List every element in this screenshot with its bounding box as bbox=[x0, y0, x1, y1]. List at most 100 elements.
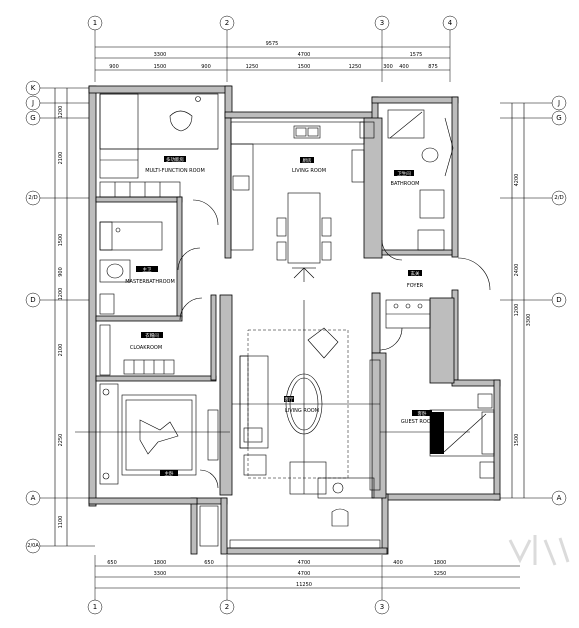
left-dimensions: 1200 2100 1500 900 1200 2100 2250 1100 bbox=[54, 88, 68, 546]
axis-label: A bbox=[31, 494, 36, 502]
svg-text:卫生间: 卫生间 bbox=[397, 170, 411, 177]
armchair-icon bbox=[169, 110, 193, 132]
svg-text:400: 400 bbox=[399, 64, 409, 70]
master-bathroom: 主卫 MASTERBATHROOM bbox=[99, 221, 201, 315]
axis-label: 3 bbox=[380, 19, 384, 27]
svg-text:1250: 1250 bbox=[246, 64, 259, 70]
chair-icon bbox=[331, 508, 349, 527]
svg-text:1800: 1800 bbox=[154, 560, 167, 566]
svg-text:玄关: 玄关 bbox=[411, 270, 420, 277]
dining-table bbox=[287, 192, 321, 264]
axis-label: A bbox=[557, 494, 562, 502]
axis-bubble bbox=[219, 599, 235, 615]
cloakroom: 衣帽间 CLOAKROOM bbox=[99, 297, 203, 376]
row-axes-right: J G 2/D D A bbox=[500, 95, 567, 506]
svg-text:4200: 4200 bbox=[514, 174, 520, 187]
svg-text:2250: 2250 bbox=[58, 434, 64, 447]
axis-label: K bbox=[31, 84, 36, 92]
axis-label: 2/0A bbox=[27, 543, 39, 549]
room-label: LIVING ROOM bbox=[292, 168, 326, 174]
axis-label: D bbox=[30, 296, 35, 304]
multifunction-room: 多功能房 MULTI-FUNCTION ROOM bbox=[99, 93, 219, 226]
svg-text:1575: 1575 bbox=[410, 52, 423, 58]
svg-text:1500: 1500 bbox=[154, 64, 167, 70]
axis-label: 4 bbox=[448, 19, 453, 27]
axis-label: D bbox=[556, 296, 561, 304]
room-label: LIVING ROOM bbox=[285, 408, 319, 414]
foyer: 玄关 FOYER bbox=[379, 257, 491, 351]
outer-walls bbox=[88, 85, 501, 555]
axis-bubble bbox=[374, 15, 390, 31]
svg-text:1100: 1100 bbox=[58, 516, 64, 529]
svg-text:3300: 3300 bbox=[154, 52, 167, 58]
entry-door-swing bbox=[457, 257, 491, 291]
room-tag bbox=[284, 396, 294, 402]
room-tag bbox=[136, 266, 158, 272]
row-axes-left: K J G 2/D D A 2/0A bbox=[25, 80, 95, 554]
svg-text:875: 875 bbox=[428, 64, 438, 70]
room-tag bbox=[412, 410, 432, 416]
room-tag bbox=[164, 156, 186, 162]
svg-text:主卧: 主卧 bbox=[165, 470, 174, 477]
axis-bubble bbox=[87, 15, 103, 31]
svg-text:1200: 1200 bbox=[58, 106, 64, 119]
svg-text:客厅: 客厅 bbox=[285, 396, 294, 403]
svg-text:900: 900 bbox=[58, 267, 64, 277]
balcony-rail bbox=[229, 539, 381, 549]
svg-text:1500: 1500 bbox=[58, 234, 64, 247]
axis-label: G bbox=[30, 114, 35, 122]
room-tag bbox=[394, 170, 414, 176]
axis-bubble bbox=[219, 15, 235, 31]
desk bbox=[317, 477, 375, 499]
room-label: FOYER bbox=[407, 283, 424, 289]
door-swing bbox=[192, 199, 219, 226]
svg-text:多功能房: 多功能房 bbox=[166, 156, 184, 163]
room-label: BATHROOM bbox=[391, 181, 420, 187]
svg-text:厨房: 厨房 bbox=[303, 157, 312, 164]
master-bedroom: 主卧 bbox=[99, 383, 219, 489]
axis-bubble bbox=[442, 15, 458, 31]
plant-icon bbox=[292, 267, 316, 282]
axis-label: J bbox=[557, 99, 560, 107]
svg-text:1200: 1200 bbox=[514, 304, 520, 317]
room-tag bbox=[141, 332, 163, 338]
toilet-icon bbox=[106, 263, 124, 279]
svg-text:900: 900 bbox=[201, 64, 211, 70]
svg-text:4700: 4700 bbox=[298, 571, 311, 577]
svg-text:650: 650 bbox=[204, 560, 214, 566]
svg-text:11250: 11250 bbox=[296, 582, 312, 588]
kitchen-dining: 厨房 LIVING ROOM bbox=[230, 121, 365, 282]
svg-text:客卧: 客卧 bbox=[418, 410, 427, 417]
axis-label: 2/D bbox=[28, 195, 38, 201]
svg-text:1500: 1500 bbox=[298, 64, 311, 70]
axis-label: 2 bbox=[225, 603, 229, 611]
svg-text:4700: 4700 bbox=[298, 560, 311, 566]
bed-sheet-icon bbox=[139, 419, 179, 455]
axis-label: J bbox=[31, 99, 34, 107]
room-label: MULTI-FUNCTION ROOM bbox=[145, 168, 205, 174]
svg-text:650: 650 bbox=[107, 560, 117, 566]
room-label: MASTERBATHROOM bbox=[125, 279, 175, 285]
svg-text:2100: 2100 bbox=[58, 344, 64, 357]
room-tag bbox=[160, 470, 178, 476]
axis-bubble bbox=[87, 599, 103, 615]
svg-text:3300: 3300 bbox=[526, 314, 532, 327]
svg-text:400: 400 bbox=[393, 560, 403, 566]
svg-text:1800: 1800 bbox=[434, 560, 447, 566]
svg-text:300: 300 bbox=[383, 64, 393, 70]
axis-label: 2 bbox=[225, 19, 229, 27]
living-room: 客厅 LIVING ROOM bbox=[199, 300, 381, 549]
axis-label: 1 bbox=[93, 19, 97, 27]
svg-text:3250: 3250 bbox=[434, 571, 447, 577]
svg-text:4700: 4700 bbox=[298, 52, 311, 58]
top-dimensions: 9575 3300 4700 1575 900 1500 900 1250 15… bbox=[95, 41, 450, 71]
svg-text:主卫: 主卫 bbox=[143, 266, 152, 273]
room-label: CLOAKROOM bbox=[130, 345, 162, 351]
axis-label: 2/D bbox=[554, 195, 564, 201]
bed-throw bbox=[430, 412, 444, 454]
axis-label: G bbox=[556, 114, 561, 122]
axis-label: 1 bbox=[93, 603, 97, 611]
axis-bubble bbox=[374, 599, 390, 615]
room-tag bbox=[300, 157, 314, 163]
